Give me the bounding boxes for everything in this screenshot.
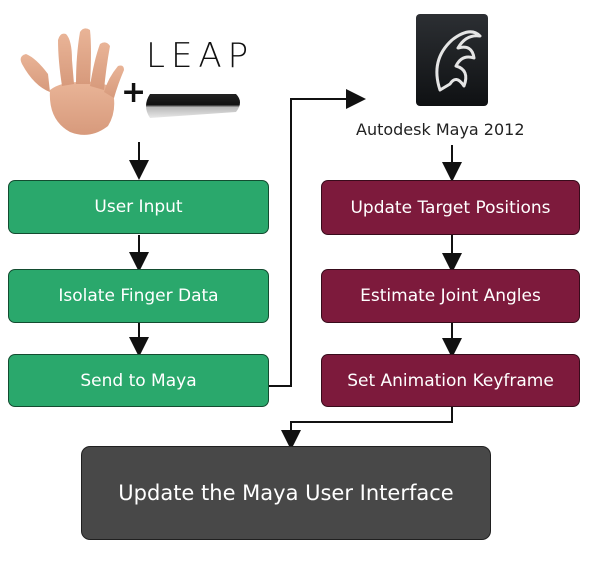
step-estimate-joint-angles: Estimate Joint Angles — [321, 269, 580, 323]
step-label: User Input — [94, 197, 183, 217]
step-update-target-positions: Update Target Positions — [321, 180, 580, 235]
step-label: Update the Maya User Interface — [118, 481, 454, 505]
maya-label: Autodesk Maya 2012 — [356, 120, 525, 139]
step-label: Set Animation Keyframe — [347, 370, 554, 391]
step-label: Send to Maya — [80, 370, 197, 391]
step-label: Update Target Positions — [350, 197, 551, 218]
step-send-to-maya: Send to Maya — [8, 354, 269, 407]
step-label: Isolate Finger Data — [58, 286, 219, 306]
arrow-keyframe-to-ui — [281, 406, 453, 450]
step-label: Estimate Joint Angles — [360, 286, 541, 306]
step-set-animation-keyframe: Set Animation Keyframe — [321, 354, 580, 407]
plus-sign: + — [121, 75, 147, 110]
leap-logo: LEAP — [146, 36, 255, 76]
step-user-input: User Input — [8, 180, 269, 234]
step-isolate-finger-data: Isolate Finger Data — [8, 269, 269, 323]
arrow-send-to-maya — [268, 89, 366, 387]
step-update-maya-ui: Update the Maya User Interface — [81, 446, 491, 540]
